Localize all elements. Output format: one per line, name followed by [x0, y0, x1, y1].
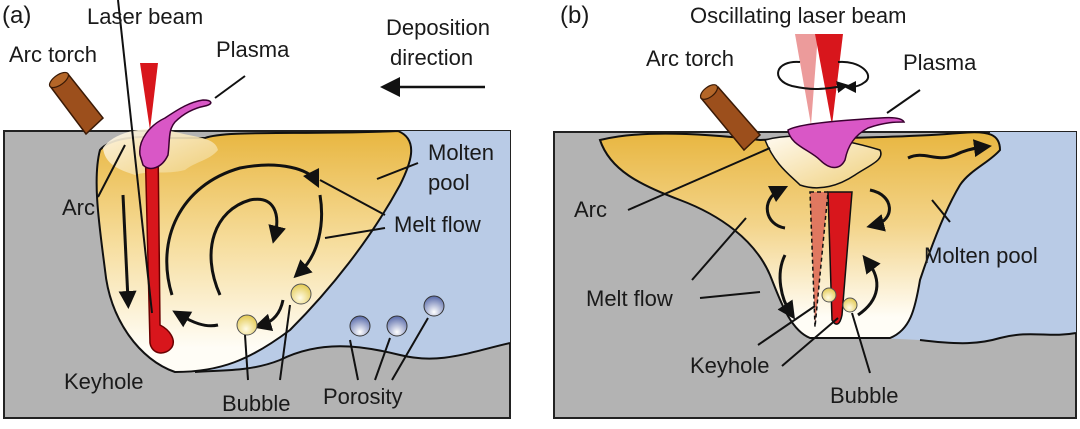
- laser-beam-faded-b: [795, 34, 818, 125]
- keyhole-a: [144, 139, 174, 354]
- label-arc-torch-a: Arc torch: [9, 42, 97, 67]
- pore-a2: [386, 315, 408, 337]
- leader-bubble-a2: [279, 304, 291, 381]
- flow-arrow-b2: [866, 188, 891, 232]
- leader-plasma-b: [886, 89, 921, 114]
- label-arc-torch-b: Arc torch: [646, 46, 734, 71]
- arc-torch-a: [48, 71, 105, 136]
- leader-arc-a: [97, 144, 126, 198]
- leader-molten-pool-a: [376, 162, 419, 180]
- leader-melt-flow-b1: [691, 217, 747, 281]
- label-deposition-direction-2: direction: [390, 45, 473, 70]
- deposited-layer-b: [880, 132, 1076, 344]
- panel-a: (a) Laser beam Arc torch Plasma Depositi…: [2, 0, 511, 419]
- leader-melt-flow-a2: [324, 227, 386, 239]
- flow-arrow-b5: [907, 139, 992, 160]
- leader-plasma-a: [214, 75, 246, 99]
- plasma-a: [139, 99, 212, 170]
- label-plasma-b: Plasma: [903, 50, 977, 75]
- label-arc-b: Arc: [574, 197, 607, 222]
- label-melt-flow-b: Melt flow: [586, 286, 673, 311]
- keyhole-faded-b: [809, 191, 829, 328]
- label-melt-flow-a: Melt flow: [394, 212, 481, 237]
- label-oscillating-laser-beam: Oscillating laser beam: [690, 3, 906, 28]
- flow-arrow-b1: [765, 185, 789, 230]
- laser-beam-a: [140, 63, 158, 130]
- label-deposition-direction-1: Deposition: [386, 15, 490, 40]
- leader-arc-b: [627, 147, 771, 211]
- flow-arrow-a6: [172, 310, 219, 328]
- flow-arrow-b4: [857, 254, 881, 317]
- bubble-b1: [821, 287, 837, 303]
- leader-porosity-a2: [374, 337, 391, 381]
- oscillation-arrow-2: [837, 60, 870, 93]
- leader-molten-pool-b: [931, 199, 951, 223]
- panel-b: (b) Oscillating laser beam Arc torch Pla…: [553, 2, 1077, 419]
- leader-keyhole-b2: [781, 317, 839, 367]
- label-bubble-b: Bubble: [830, 383, 899, 408]
- leader-bubble-a1: [244, 334, 249, 381]
- panel-b-tag: (b): [560, 2, 589, 29]
- laser-beam-b: [815, 34, 843, 125]
- bubble-a2: [290, 283, 312, 305]
- pore-a1: [349, 315, 371, 337]
- label-molten-pool-a-2: pool: [428, 170, 470, 195]
- bubble-a1: [236, 314, 258, 336]
- flow-arrow-a3: [209, 197, 286, 296]
- bubble-b2: [842, 297, 858, 313]
- leader-melt-flow-a1: [319, 179, 386, 216]
- label-porosity: Porosity: [323, 384, 402, 409]
- label-keyhole-a: Keyhole: [64, 369, 144, 394]
- leader-bubble-b: [851, 312, 871, 374]
- label-bubble-a: Bubble: [222, 391, 291, 416]
- label-laser-beam: Laser beam: [87, 4, 203, 29]
- label-arc-a: Arc: [62, 195, 95, 220]
- leader-keyhole-a: [117, 0, 153, 314]
- label-plasma-a: Plasma: [216, 37, 290, 62]
- layer-boundary-a: [194, 342, 511, 373]
- leader-melt-flow-b2: [699, 291, 761, 299]
- flow-arrow-a1: [118, 194, 137, 309]
- label-molten-pool-b: Molten pool: [924, 243, 1038, 268]
- flow-arrow-b3: [777, 254, 795, 320]
- flow-arrow-a4: [293, 194, 324, 279]
- leader-porosity-a1: [349, 339, 359, 381]
- panel-a-tag: (a): [2, 2, 31, 29]
- layer-boundary-b: [919, 332, 1077, 345]
- flow-arrow-a5: [253, 299, 285, 332]
- plasma-b: [787, 116, 906, 169]
- arc-torch-b: [699, 84, 762, 152]
- pore-a3: [423, 295, 445, 317]
- leader-keyhole-b1: [757, 305, 816, 346]
- leader-porosity-a3: [391, 317, 429, 381]
- label-molten-pool-a-1: Molten: [428, 140, 494, 165]
- label-keyhole-b: Keyhole: [690, 353, 770, 378]
- flow-arrow-a2: [165, 163, 320, 296]
- oscillation-arrow-1: [777, 60, 849, 93]
